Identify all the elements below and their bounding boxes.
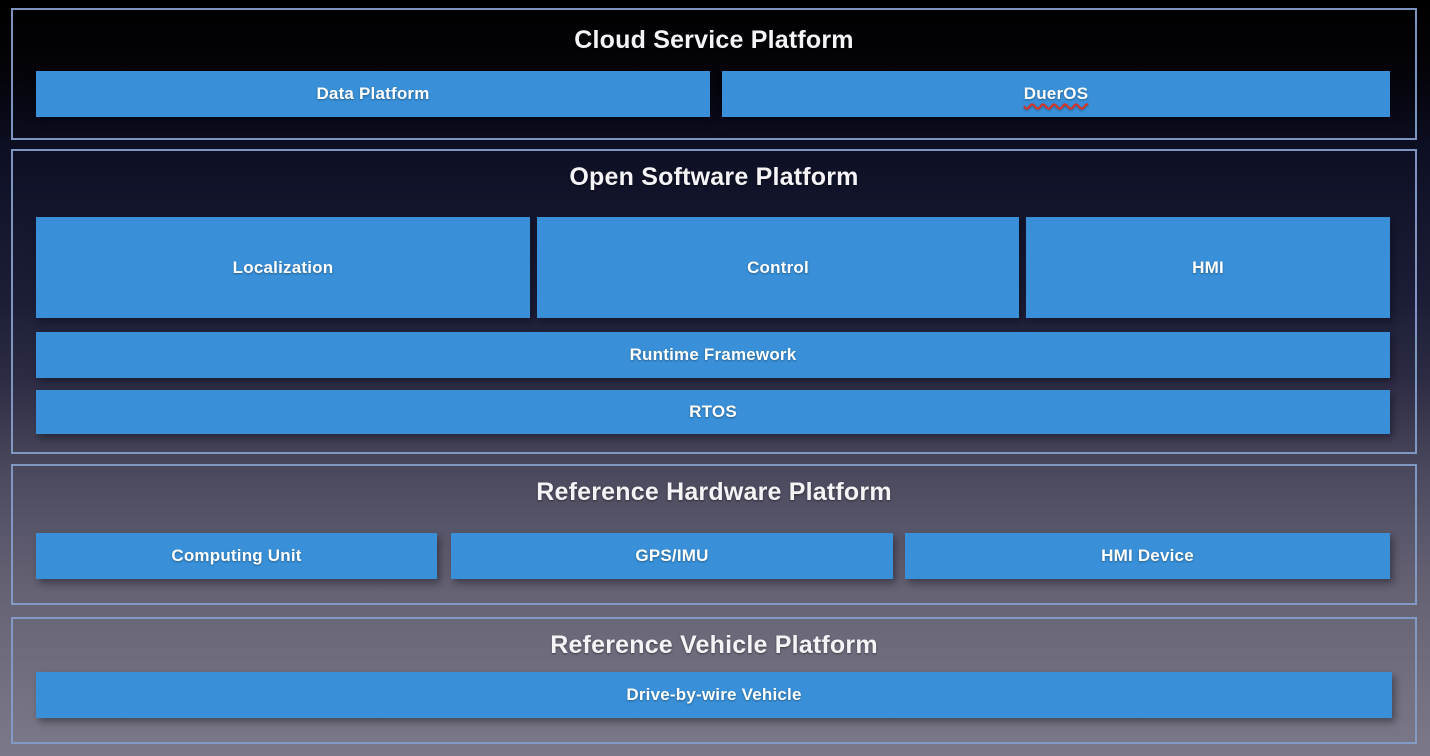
block-gps-imu: GPS/IMU	[451, 533, 893, 579]
block-computing-unit: Computing Unit	[36, 533, 437, 579]
block-label: HMI Device	[1101, 546, 1194, 565]
block-label: DuerOS	[1023, 84, 1089, 103]
block-hmi: HMI	[1026, 217, 1390, 318]
block-label: GPS/IMU	[635, 546, 709, 565]
section-cloud-service-platform: Cloud Service Platform Data Platform Due…	[11, 8, 1417, 140]
section-title-cloud: Cloud Service Platform	[574, 26, 854, 54]
block-hmi-device: HMI Device	[905, 533, 1390, 579]
block-dueros: DuerOS	[722, 71, 1390, 117]
block-data-platform: Data Platform	[36, 71, 710, 117]
block-localization: Localization	[36, 217, 530, 318]
block-label: Computing Unit	[171, 546, 302, 565]
block-control: Control	[537, 217, 1019, 318]
block-runtime-framework: Runtime Framework	[36, 332, 1390, 378]
section-reference-vehicle-platform: Reference Vehicle Platform Drive-by-wire…	[11, 617, 1417, 744]
block-label: RTOS	[689, 402, 737, 421]
section-reference-hardware-platform: Reference Hardware Platform Computing Un…	[11, 464, 1417, 605]
block-drive-by-wire-vehicle: Drive-by-wire Vehicle	[36, 672, 1392, 718]
block-label: HMI	[1192, 257, 1224, 277]
block-label: Control	[747, 257, 809, 277]
block-label: Localization	[232, 257, 334, 277]
block-rtos: RTOS	[36, 390, 1390, 434]
block-label: Runtime Framework	[629, 345, 797, 364]
block-label: Data Platform	[316, 84, 430, 103]
section-title-open-software: Open Software Platform	[569, 163, 859, 191]
section-open-software-platform: Open Software Platform Localization Cont…	[11, 149, 1417, 454]
section-title-reference-hardware: Reference Hardware Platform	[536, 478, 892, 506]
block-label: Drive-by-wire Vehicle	[626, 685, 802, 704]
section-title-reference-vehicle: Reference Vehicle Platform	[550, 631, 878, 659]
